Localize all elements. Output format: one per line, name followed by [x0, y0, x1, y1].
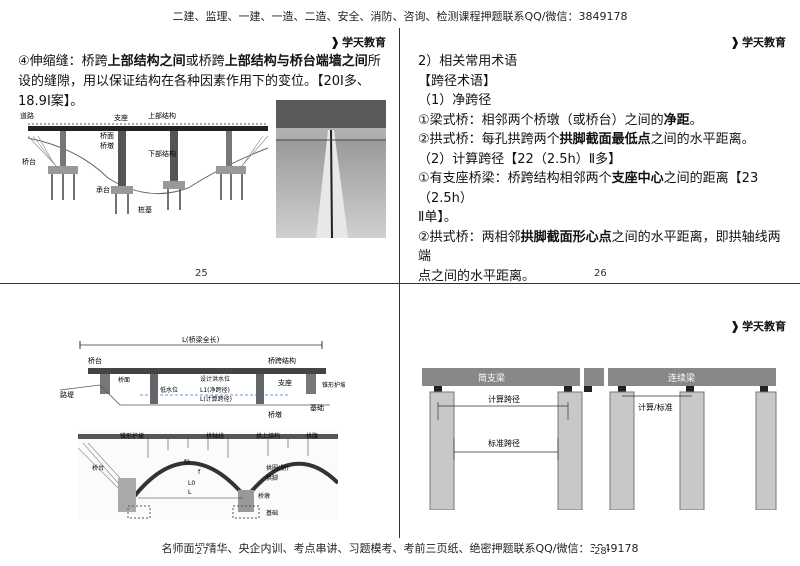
diagram-label: 计算/标准	[638, 402, 673, 412]
footer-banner: 名师面授精华、央企内训、考点串讲、习题模考、考前三页纸、绝密押题联系QQ/微信：…	[161, 542, 639, 555]
diagram-label: 锥形护坡	[120, 432, 144, 440]
diagram-label: 道路	[20, 111, 34, 120]
diagram-label: 拱上结构	[256, 432, 280, 440]
diagram-label: 上部结构	[148, 111, 176, 120]
text-line: （1）净跨径	[418, 93, 492, 108]
logo: ❱ 学天教育	[330, 34, 386, 50]
slide26-content: 2）相关常用术语 【跨径术语】 （1）净跨径 ①梁式桥：相邻两个桥墩（或桥台）之…	[418, 52, 793, 286]
diagram-label: 桥面	[118, 376, 130, 384]
text-line: （2）计算跨径【22（2.5h）Ⅱ多】	[418, 151, 622, 167]
logo-text: 学天教育	[742, 320, 787, 333]
logo-text: 学天教育	[342, 36, 387, 49]
diagram-label: 桥墩	[258, 492, 270, 500]
logo-mark-icon: ❱	[330, 35, 341, 49]
page-number: 25	[195, 268, 208, 279]
diagram-label: 支座	[278, 378, 292, 387]
diagram-label: 连续梁	[668, 372, 695, 384]
text-line: 2）相关常用术语	[418, 54, 518, 69]
text-run: 。	[689, 112, 703, 128]
page-number: 26	[594, 268, 607, 279]
diagram-label: 桥台	[92, 464, 104, 472]
diagram-label: L0	[188, 480, 195, 487]
diagram-label: 支座	[114, 113, 128, 122]
arch-bridge-diagram: 锥形护坡 拱轴线 拱上结构 拱腹 桥台 拱圈(肋) 拱脚 桥墩 基础 f0 L0…	[78, 428, 338, 520]
diagram-label: 下部结构	[148, 149, 176, 158]
text-line: 点之间的水平距离。	[418, 268, 536, 284]
diagram-label: 拱圈(肋)	[266, 464, 289, 472]
diagram-label: 设计洪水位	[200, 375, 230, 383]
bold-term: 上部结构与桥台端墙之间	[224, 54, 368, 69]
logo-mark-icon: ❱	[730, 35, 741, 49]
diagram-label: 简支梁	[478, 372, 505, 384]
diagram-label: 路堤	[60, 390, 74, 399]
diagram-label: 基础	[266, 509, 278, 517]
diagram-label: 承台	[96, 185, 110, 194]
diagram-label: 锥形护坡	[322, 381, 345, 389]
page-number: 27	[196, 546, 209, 557]
text-run: ④伸缩缝：桥跨	[18, 54, 108, 69]
text-line: 【跨径术语】	[418, 73, 497, 89]
logo: ❱ 学天教育	[730, 318, 786, 334]
slide25-paragraph: ④伸缩缝：桥跨上部结构之间或桥跨上部结构与桥台端墙之间所设的缝隙，用以保证结构在…	[18, 52, 388, 112]
text-run: ①有支座桥梁：桥跨结构相邻两个	[418, 171, 612, 186]
logo-text: 学天教育	[742, 36, 787, 49]
diagram-label: 桥台	[22, 157, 36, 166]
bold-term: 拱脚截面最低点	[559, 132, 651, 147]
bold-term: 拱脚截面形心点	[520, 229, 612, 245]
expansion-joint-photo	[276, 100, 386, 238]
diagram-label: L(桥梁全长)	[182, 335, 220, 344]
slide-divider-horizontal	[0, 283, 800, 284]
text-run: 所设的缝隙，用以保证结构在各种因素作用下的变位。【20Ⅰ多、	[18, 54, 381, 89]
text-run: ①梁式桥：相邻两个桥墩（或桥台）之间的	[418, 112, 664, 128]
diagram-label: L	[188, 489, 192, 496]
span-comparison-diagram: 简支梁 计算跨径 标准跨径 连续梁 计算/标准	[422, 368, 777, 510]
diagram-label: 桥墩	[100, 141, 114, 150]
diagram-label: 计算跨径	[488, 394, 520, 404]
diagram-label: 拱腹	[306, 432, 318, 440]
diagram-label: L(计算跨径)	[200, 395, 232, 403]
text-line: Ⅱ单】。	[418, 210, 457, 225]
logo: ❱ 学天教育	[730, 34, 786, 50]
text-run: 或桥跨	[185, 54, 225, 69]
diagram-label: 桩基	[138, 205, 152, 214]
diagram-label: 拱脚	[266, 474, 278, 482]
diagram-label: 标准跨径	[488, 438, 520, 448]
diagram-label: 桥墩	[268, 410, 282, 419]
bridge-span-diagram: L(桥梁全长) 桥台 桥跨结构 桥面 低水位 设计洪水位 L1(净跨径) L(计…	[60, 335, 345, 419]
diagram-label: 低水位	[160, 386, 178, 394]
text-line: ①梁式桥：相邻两个桥墩（或桥台）之间的净距。	[418, 111, 793, 131]
text-run: 之间的水平距离，即拱轴线两端	[418, 229, 781, 265]
diagram-label: 拱轴线	[206, 432, 224, 440]
text-line: ①有支座桥梁：桥跨结构相邻两个支座中心之间的距离【23（2.5h）	[418, 169, 793, 208]
text-run: 18.9Ⅰ案】。	[18, 94, 84, 109]
bold-term: 净距	[663, 112, 690, 128]
text-run: ②拱式桥：两相邻	[418, 229, 521, 245]
header-banner: 二建、监理、一建、一造、二造、安全、消防、咨询、检测课程押题联系QQ/微信：38…	[172, 10, 628, 23]
diagram-label: f	[198, 469, 201, 476]
text-run: 之间的距离【23（2.5h）	[418, 171, 759, 206]
diagram-label: 基础	[310, 403, 324, 412]
bold-term: 支座中心	[611, 171, 664, 186]
text-line: ②拱式桥：每孔拱跨两个拱脚截面最低点之间的水平距离。	[418, 130, 793, 150]
diagram-label: 桥面	[100, 131, 114, 140]
diagram-label: L1(净跨径)	[200, 386, 230, 394]
text-run: 之间的水平距离。	[650, 132, 755, 147]
diagram-label: f0	[184, 459, 190, 466]
diagram-label: 桥台	[88, 356, 102, 365]
diagram-label: 桥跨结构	[268, 356, 296, 365]
text-run: ②拱式桥：每孔拱跨两个	[418, 132, 560, 147]
bold-term: 上部结构之间	[107, 54, 186, 69]
bridge-elevation-diagram: 道路 支座 上部结构 桥墩 桥面 下部结构 桥台 承台 桩基	[20, 111, 269, 214]
logo-mark-icon: ❱	[730, 319, 741, 333]
page-number: 28	[594, 546, 607, 557]
text-line: ②拱式桥：两相邻拱脚截面形心点之间的水平距离，即拱轴线两端	[418, 228, 793, 267]
